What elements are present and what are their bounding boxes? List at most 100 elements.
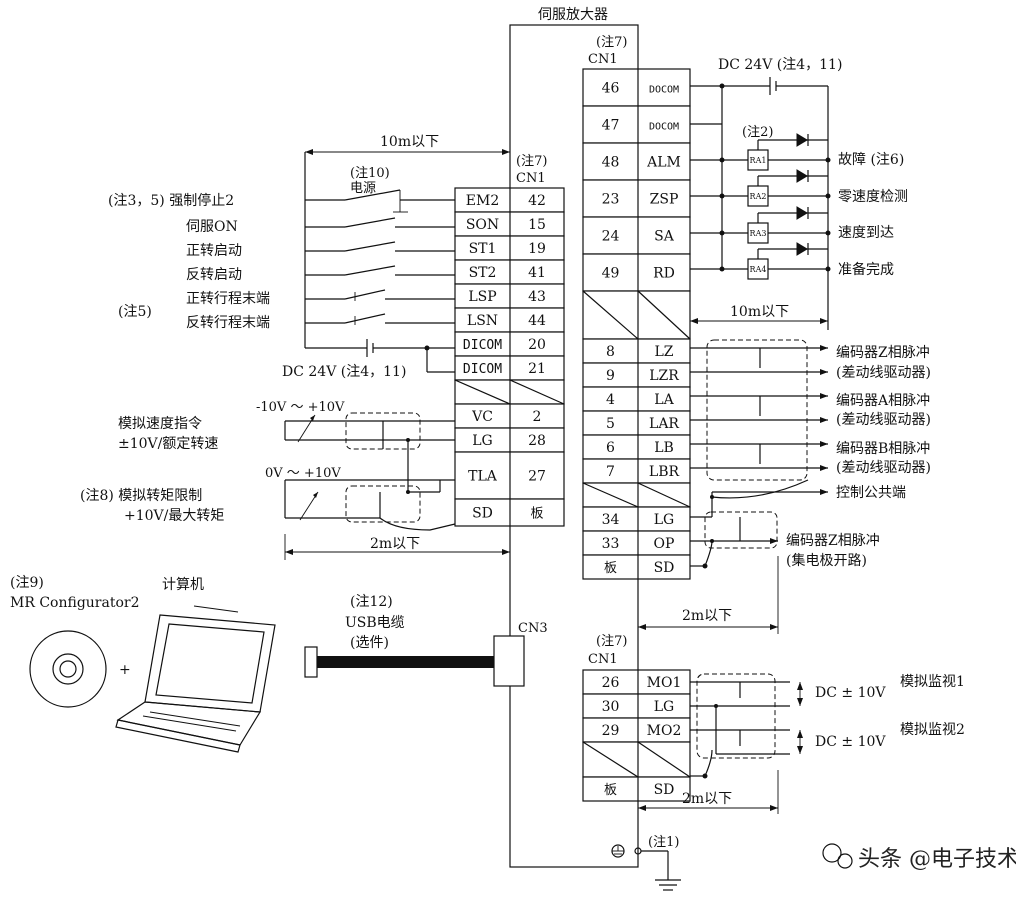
zsp-label: 零速度检测	[838, 189, 908, 205]
right-pin-number: 24	[602, 229, 620, 245]
left-pin-number: 板	[530, 507, 543, 522]
vc-desc1: 模拟速度指令	[118, 416, 202, 432]
right-blank-row	[582, 290, 691, 340]
cn1-left-note: (注7)	[516, 154, 547, 169]
cn1-right-label: CN1	[588, 52, 618, 67]
left-signal-name: EM2	[466, 193, 499, 209]
cn1-monitor-note: (注7)	[596, 634, 627, 649]
left-signal-name: SON	[466, 217, 499, 233]
left-signal-name: ST1	[469, 241, 497, 257]
left-signal-name: SD	[472, 506, 493, 522]
right-pin-number: 49	[602, 266, 620, 282]
pc-note: (注9)	[10, 575, 44, 591]
left-signal-name: DICOM	[463, 338, 502, 353]
amplifier-title: 伺服放大器	[538, 7, 608, 23]
enc-a-label: 编码器A相脉冲	[836, 393, 930, 409]
usb-label: USB电缆	[345, 615, 405, 631]
monitor-pin-number: 29	[602, 723, 620, 739]
right-signal-name: LAR	[649, 416, 679, 432]
right-signal-name: LG	[654, 512, 674, 528]
lsn-label: 反转行程末端	[186, 315, 270, 331]
right-signal-name: DOCOM	[649, 122, 679, 133]
cn1-left-label: CN1	[516, 171, 546, 186]
op-sub: (集电极开路)	[786, 552, 867, 569]
left-pin-row: LSN 44	[454, 307, 565, 333]
monitor-pin-number: 26	[602, 675, 620, 691]
right-pin-row: 9 LZR	[582, 362, 691, 388]
right-pin-row: 板 SD	[582, 554, 691, 580]
mon2-label: 模拟监视2	[900, 722, 965, 738]
right-signal-name: ALM	[646, 155, 681, 171]
encoder-output-line	[690, 393, 828, 399]
left-pin-row: SD 板	[454, 498, 565, 527]
relay-coil-label: RA3	[750, 229, 767, 238]
cn3-connector	[493, 635, 525, 687]
sa-label: 速度到达	[838, 225, 894, 241]
vc-desc2: ±10V/额定转速	[118, 436, 218, 452]
relay-output-row: RA1	[690, 133, 831, 171]
mon1-label: 模拟监视1	[900, 674, 965, 690]
left-signal-name: LSP	[468, 289, 496, 305]
right-pin-number: 33	[602, 536, 620, 552]
relay-coil-label: RA2	[750, 192, 767, 201]
dc-mon1-label: DC ± 10V	[815, 685, 886, 701]
monitor-wiring	[638, 673, 803, 814]
power-label: 电源	[350, 181, 376, 196]
encoder-output-line	[690, 444, 828, 471]
right-pin-number: 板	[604, 561, 617, 576]
note5-label: (注5)	[118, 304, 152, 320]
cn1-monitor-label: CN1	[588, 652, 618, 667]
encoder-output-line	[690, 348, 828, 375]
enc-z-sub: (差动线驱动器)	[836, 365, 931, 381]
laptop-icon	[115, 605, 276, 753]
monitor-signal-name: MO1	[647, 675, 682, 691]
right-blank-row	[582, 482, 691, 508]
dc-left-label: DC 24V (注4，11)	[282, 364, 406, 380]
st2-label: 反转启动	[186, 267, 242, 283]
encoder-output-line	[690, 396, 828, 423]
wechat-logo-icon	[822, 843, 853, 869]
right-pin-number: 8	[606, 344, 615, 360]
right-signal-name: SD	[654, 560, 675, 576]
op-label: 编码器Z相脉冲	[786, 533, 880, 549]
left-pin-number: 19	[528, 241, 546, 257]
left-signal-name: LSN	[467, 313, 498, 329]
monitor-pin-number: 30	[602, 699, 620, 715]
right-pin-number: 9	[606, 368, 615, 384]
left-pin-row: ST1 19	[454, 235, 565, 261]
st1-label: 正转启动	[186, 243, 242, 259]
relay-output-row: RA2	[690, 169, 831, 207]
usb-sub: (选件)	[350, 635, 389, 651]
plus-sign: +	[119, 662, 131, 678]
right-pin-number: 23	[602, 192, 620, 208]
monitor-blank-row	[582, 741, 691, 778]
right-pin-number: 46	[602, 81, 620, 97]
left-pin-number: 28	[528, 433, 546, 449]
tla-range-label: 0V ～ +10V	[265, 466, 341, 481]
right-pin-number: 34	[602, 512, 620, 528]
em2-label: (注3，5) 强制停止2	[108, 192, 234, 209]
son-label: 伺服ON	[186, 219, 238, 235]
left-pin-number: 44	[528, 313, 546, 329]
right-signal-name: LZR	[649, 368, 679, 384]
enc-a-sub: (差动线驱动器)	[836, 412, 931, 428]
left-signal-name: DICOM	[463, 362, 502, 377]
lsp-label: 正转行程末端	[186, 291, 270, 307]
rd-label: 准备完成	[838, 261, 894, 278]
